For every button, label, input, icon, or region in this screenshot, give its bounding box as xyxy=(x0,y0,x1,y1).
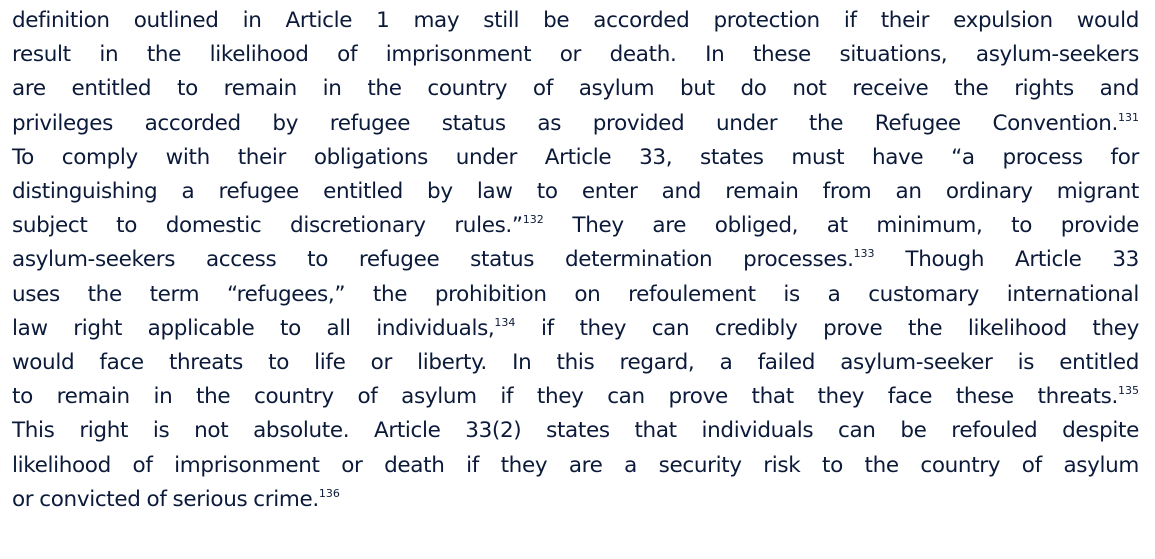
footnote-ref-134: 134 xyxy=(494,315,516,329)
footnote-ref-131: 131 xyxy=(1118,110,1139,124)
text-line-7: subject to domestic discretionary rules.… xyxy=(12,213,1140,239)
footnote-ref-132: 132 xyxy=(522,213,544,227)
footnote-ref-135: 135 xyxy=(1118,384,1139,398)
text-line-8: asylum-seekers access to refugee status … xyxy=(12,247,1139,273)
text-line-3: are entitled to remain in the country of… xyxy=(12,76,1139,102)
text-line-1: definition outlined in Article 1 may sti… xyxy=(12,8,1139,33)
text-line-12: to remain in the country of asylum if th… xyxy=(12,384,1139,410)
body-paragraph: definition outlined in Article 1 may sti… xyxy=(12,4,1139,517)
text-line-14: likelihood of imprisonment or death if t… xyxy=(12,452,1139,478)
text-line-5: To comply with their obligations under A… xyxy=(12,144,1139,170)
text-line-2: result in the likelihood of imprisonment… xyxy=(12,42,1139,68)
text-line-15: or convicted of serious crime.136 xyxy=(12,486,340,512)
text-line-11: would face threats to life or liberty. I… xyxy=(12,350,1139,376)
text-line-4: privileges accorded by refugee status as… xyxy=(12,110,1139,136)
text-line-10: law right applicable to all individuals,… xyxy=(12,315,1140,341)
footnote-ref-133: 133 xyxy=(853,247,875,261)
text-line-6: distinguishing a refugee entitled by law… xyxy=(12,179,1139,205)
text-line-9: uses the term “refugees,” the prohibitio… xyxy=(12,281,1139,307)
footnote-ref-136: 136 xyxy=(318,486,340,500)
text-line-13: This right is not absolute. Article 33(2… xyxy=(12,418,1139,444)
